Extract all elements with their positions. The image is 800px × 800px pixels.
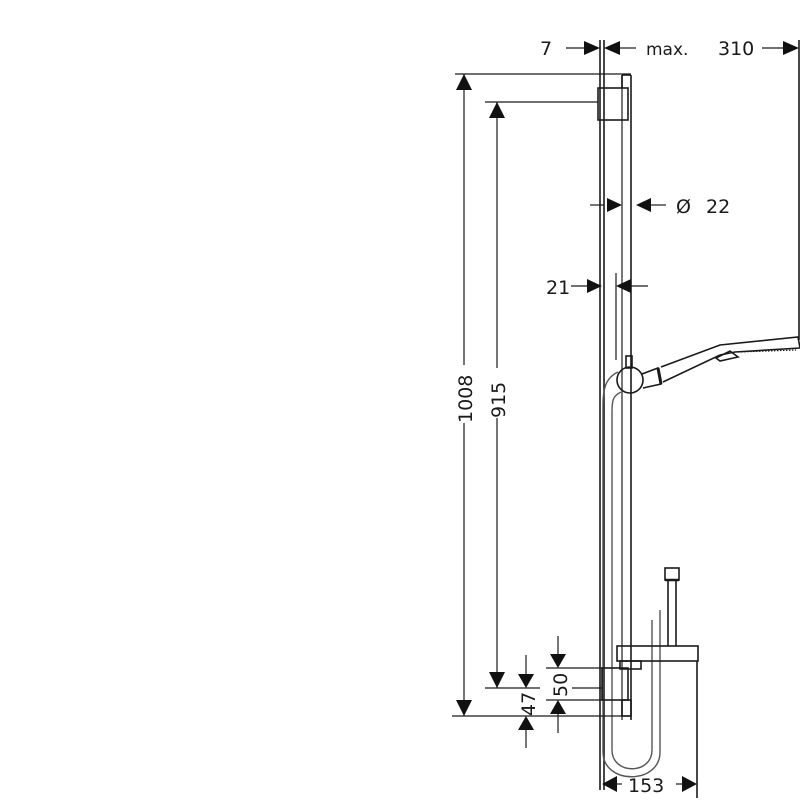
label-overall-height: 1008 bbox=[455, 375, 477, 423]
bottom-wall-bracket bbox=[601, 667, 632, 717]
dimension-top: 7 max. 310 bbox=[540, 38, 800, 340]
label-wall-gap: 21 bbox=[546, 277, 570, 299]
label-bottom-offset: 47 bbox=[518, 692, 540, 716]
soap-dish bbox=[616, 645, 699, 670]
label-max-reach: 310 bbox=[718, 38, 754, 60]
label-max: max. bbox=[646, 40, 688, 60]
label-diameter-symbol: Ø bbox=[676, 196, 691, 218]
label-bracket-spacing: 915 bbox=[488, 382, 510, 418]
top-wall-bracket bbox=[597, 75, 629, 121]
dimension-wall-gap: 21 bbox=[546, 273, 648, 360]
label-rail-diameter: 22 bbox=[706, 196, 730, 218]
hose-connector bbox=[664, 567, 680, 646]
dimension-bracket-spacing: 915 bbox=[488, 102, 510, 688]
dimension-rail-diameter: Ø 22 bbox=[590, 196, 730, 218]
rail bbox=[599, 40, 632, 790]
dimension-overall-height: 1008 bbox=[455, 74, 477, 716]
hand-shower bbox=[616, 336, 800, 394]
dimension-lower-bracket: 50 bbox=[550, 636, 572, 733]
label-top-offset: 7 bbox=[540, 38, 552, 60]
dimension-soap-dish-depth: 153 bbox=[602, 661, 698, 798]
label-soap-dish-depth: 153 bbox=[628, 775, 664, 797]
dimension-bottom-offset: 47 bbox=[518, 655, 540, 748]
label-lower-bracket: 50 bbox=[550, 673, 572, 697]
hose bbox=[602, 371, 661, 778]
